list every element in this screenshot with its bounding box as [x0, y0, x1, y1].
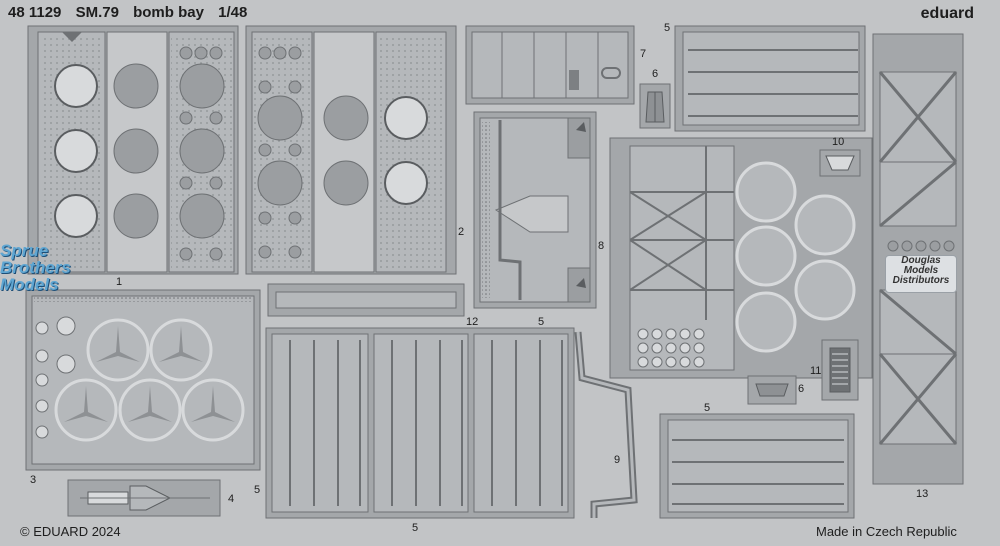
part-8-panel — [473, 111, 597, 309]
part-label-5d: 5 — [412, 522, 419, 534]
part-9-pipe — [574, 331, 638, 518]
part-11-grille — [821, 339, 859, 401]
part-6-bracket-top — [639, 83, 671, 129]
sheet-subject: bomb bay — [133, 4, 204, 21]
part-label-3: 3 — [30, 474, 37, 486]
part-3-panel — [25, 289, 261, 471]
sheet-scale: 1/48 — [218, 4, 248, 21]
part-label-4: 4 — [228, 493, 235, 505]
spider-rings — [54, 318, 245, 442]
part-label-12: 12 — [466, 316, 479, 328]
part-5-panel-bottom — [265, 327, 575, 519]
origin-text: Made in Czech Republic — [816, 524, 957, 539]
brand-logo: eduard — [920, 5, 974, 22]
copyright-text: © EDUARD 2024 — [20, 524, 121, 539]
part-5-panel-top — [674, 25, 866, 132]
part-label-2: 2 — [458, 226, 465, 238]
part-label-9: 9 — [614, 454, 621, 466]
part-label-5c: 5 — [254, 484, 261, 496]
part-1-panel — [27, 25, 239, 275]
part-10-clip — [819, 149, 861, 177]
aircraft-name: SM.79 — [75, 4, 119, 21]
part-6-bracket-bottom — [747, 375, 797, 405]
catalog-number: 48 1129 — [8, 4, 62, 21]
part-label-1: 1 — [116, 276, 123, 288]
sheet-header: 48 1129 SM.79 bomb bay 1/48 — [8, 4, 257, 21]
watermark-left: Sprue Brothers Models — [0, 241, 71, 294]
part-label-5e: 5 — [704, 402, 711, 414]
part-2-panel — [245, 25, 457, 275]
part-4-plate — [67, 479, 221, 517]
part-label-13: 13 — [916, 488, 929, 500]
part-label-5b: 5 — [538, 316, 545, 328]
part-7-panel — [465, 25, 635, 105]
part-label-10: 10 — [832, 136, 845, 148]
part-label-6a: 6 — [652, 68, 659, 80]
part-label-5a: 5 — [664, 22, 671, 34]
part-label-6b: 6 — [798, 383, 805, 395]
part-12-strip — [267, 283, 465, 317]
part-label-7: 7 — [640, 48, 647, 60]
part-label-8: 8 — [598, 240, 605, 252]
part-5-panel-right — [659, 413, 855, 519]
bomb-rack-frame — [609, 137, 873, 379]
watermark-right: Douglas Models Distributors — [885, 255, 957, 293]
part-label-11: 11 — [810, 365, 822, 377]
